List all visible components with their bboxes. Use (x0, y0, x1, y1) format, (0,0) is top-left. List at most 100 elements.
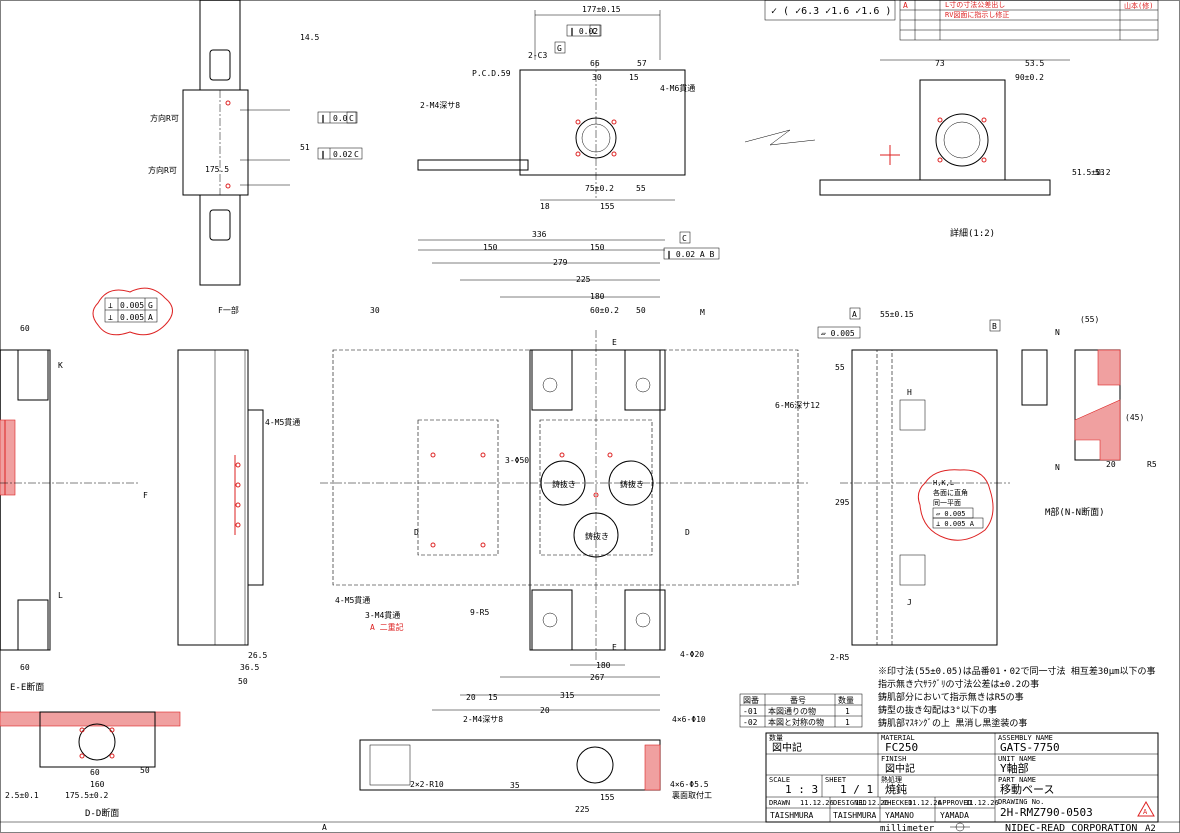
svg-text:✓ ( ✓6.3 ✓1.6 ✓1.6 ): ✓ ( ✓6.3 ✓1.6 ✓1.6 ) (771, 6, 891, 17)
date-1: 11.12.26 (855, 799, 889, 807)
scale-label: SCALE (769, 776, 790, 784)
bubble-line3: 同一平面 (933, 499, 961, 507)
svg-text:225: 225 (575, 805, 590, 814)
dim-55-paren: (55) (1080, 315, 1099, 324)
date-2: 11.12.26 (908, 799, 942, 807)
parts-header-2: 数量 (838, 695, 854, 705)
dim-150a: 150 (483, 243, 498, 252)
svg-text:2×2-R10: 2×2-R10 (410, 780, 444, 789)
callout-9r5: 9-R5 (470, 608, 489, 617)
revision-table: A L寸の寸法公差出し RV図面に指示し修正 山本(修) (899, 0, 1159, 41)
flatness-bubble: ⊥ 0.005 G ⊥ 0.005 A (92, 287, 173, 336)
sheet-value: 1 / 1 (840, 783, 873, 796)
svg-text:D: D (414, 528, 419, 537)
svg-text:53.5: 53.5 (1025, 59, 1044, 68)
main-plan-view: 鋳抜き 鋳抜き 鋳抜き 336 150 150 279 225 180 60±0… (320, 230, 820, 715)
top-front-view: 177±0.15 ∥ 0.02 C G 2-C3 P.C.D.59 2-M4深サ… (417, 5, 695, 211)
parts-row1-c1: 本図と対称の物 (768, 717, 824, 727)
dim-m6: 4-M6貫通 (660, 83, 695, 93)
svg-text:60: 60 (20, 663, 30, 672)
callout-m6: 30 (370, 306, 380, 315)
e-e-section: 60 60 E-E断面 F K L (0, 324, 148, 693)
sig-3: YAMADA (940, 811, 969, 820)
svg-text:⊥: ⊥ (108, 313, 113, 322)
tol-g-ref: G (148, 301, 153, 310)
unit-value: Y軸部 (1000, 761, 1029, 775)
callout-red-note: A 二重記 (370, 622, 404, 632)
sig-1: TAISHMURA (833, 811, 877, 820)
parts-row1-c2: 1 (845, 718, 850, 727)
dim-r5: R5 (1147, 460, 1157, 469)
note-5: 鋳肌部ﾏｽｷﾝｸﾞの上 黒消し黒塗装の事 (878, 717, 1027, 729)
revision-line1: L寸の寸法公差出し (945, 0, 1005, 9)
dim-57: 57 (637, 59, 647, 68)
detail-view: 73 53.5 90±0.2 51.5±0.2 53 詳細(1:2) (744, 59, 1111, 239)
svg-text:14.5: 14.5 (300, 33, 319, 42)
svg-text:方向R可: 方向R可 (150, 113, 179, 123)
svg-text:∥ 0.02 A B: ∥ 0.02 A B (667, 250, 715, 259)
dim-177: 177±0.15 (582, 5, 621, 14)
svg-text:2.5±0.1: 2.5±0.1 (5, 791, 39, 800)
dim-55-top: 55 (835, 363, 845, 372)
svg-text:175.5±0.2: 175.5±0.2 (65, 791, 109, 800)
svg-text:F: F (143, 491, 148, 500)
svg-text:D: D (685, 528, 690, 537)
f-view-label: F一部 (218, 305, 239, 315)
svg-text:36.5: 36.5 (240, 663, 259, 672)
dim-60: 60±0.2 (590, 306, 619, 315)
callout-4m5: 4-M5貫通 (335, 595, 370, 605)
note-1: ※印寸法(55±0.05)は品番01・02で同一寸法 相互差30μm以下の事 (878, 665, 1156, 677)
dim-20: 20 (1106, 460, 1116, 469)
dim-20a: 20 (466, 693, 476, 702)
svg-text:▱ 0.005: ▱ 0.005 (936, 510, 966, 518)
parts-table: 図番 番号 数量 -01 本図通りの物 1 -02 本図と対称の物 1 (739, 693, 863, 728)
dim-18: 18 (540, 202, 550, 211)
svg-text:2-R5: 2-R5 (830, 653, 849, 662)
finish-label: FINISH (881, 755, 906, 763)
parts-row0-c1: 本図通りの物 (768, 706, 816, 716)
tol-g-val: 0.005 (120, 301, 144, 310)
parts-header-1: 番号 (790, 695, 806, 705)
part-label: PART NAME (998, 776, 1036, 784)
svg-text:26.5: 26.5 (248, 651, 267, 660)
sig-label-3: APPROVED (938, 799, 972, 807)
parts-row1-c0: -02 (743, 718, 758, 727)
dim-155: 155 (600, 202, 615, 211)
dim-295: 295 (835, 498, 850, 507)
svg-text:E: E (612, 643, 617, 652)
dim-55-015: 55±0.15 (880, 310, 914, 319)
parts-row0-c0: -01 (743, 707, 758, 716)
note-2: 指示無き穴ｻﾗｸﾞﾘの寸法公差は±0.2の事 (878, 678, 1039, 690)
svg-text:N: N (1055, 328, 1060, 337)
date-3: 11.12.26 (965, 799, 999, 807)
revision-stamp: 山本(修) (1124, 1, 1153, 10)
d-section-label: D-D断面 (85, 807, 119, 819)
dim-336: 336 (532, 230, 547, 239)
svg-text:0.02: 0.02 (333, 150, 352, 159)
d-d-section: 60 160 50 2.5±0.1 175.5±0.2 D-D断面 (0, 711, 181, 819)
title-revision-mark: A (1143, 808, 1148, 816)
material-value: FC250 (885, 741, 918, 754)
svg-text:51.5±0.2: 51.5±0.2 (1072, 168, 1111, 177)
callout-6m6: 6-M6深サ12 (775, 401, 820, 410)
svg-text:2-M4深サ8: 2-M4深サ8 (463, 715, 503, 724)
svg-text:51: 51 (300, 143, 310, 152)
general-notes: ※印寸法(55±0.05)は品番01・02で同一寸法 相互差30μm以下の事 指… (878, 665, 1156, 729)
finish-value: 図中記 (885, 762, 915, 775)
part-value: 移動ベース (1000, 782, 1054, 796)
company-name: NIDEC-READ CORPORATION (1005, 823, 1137, 833)
svg-text:60: 60 (90, 768, 100, 777)
svg-text:H: H (907, 388, 912, 397)
svg-text:60: 60 (20, 324, 30, 333)
dim-m4: 2-M4深サ8 (420, 101, 460, 110)
svg-text:155: 155 (600, 793, 615, 802)
sig-0: TAISHMURA (770, 811, 814, 820)
svg-text:鋳抜き: 鋳抜き (620, 479, 644, 489)
revision-mark: A (903, 1, 908, 10)
svg-text:K: K (58, 361, 63, 370)
svg-text:175.5: 175.5 (205, 165, 229, 174)
svg-text:∥: ∥ (321, 114, 325, 123)
sheet-label: SHEET (825, 776, 847, 784)
dim-pcd: P.C.D.59 (472, 69, 511, 78)
